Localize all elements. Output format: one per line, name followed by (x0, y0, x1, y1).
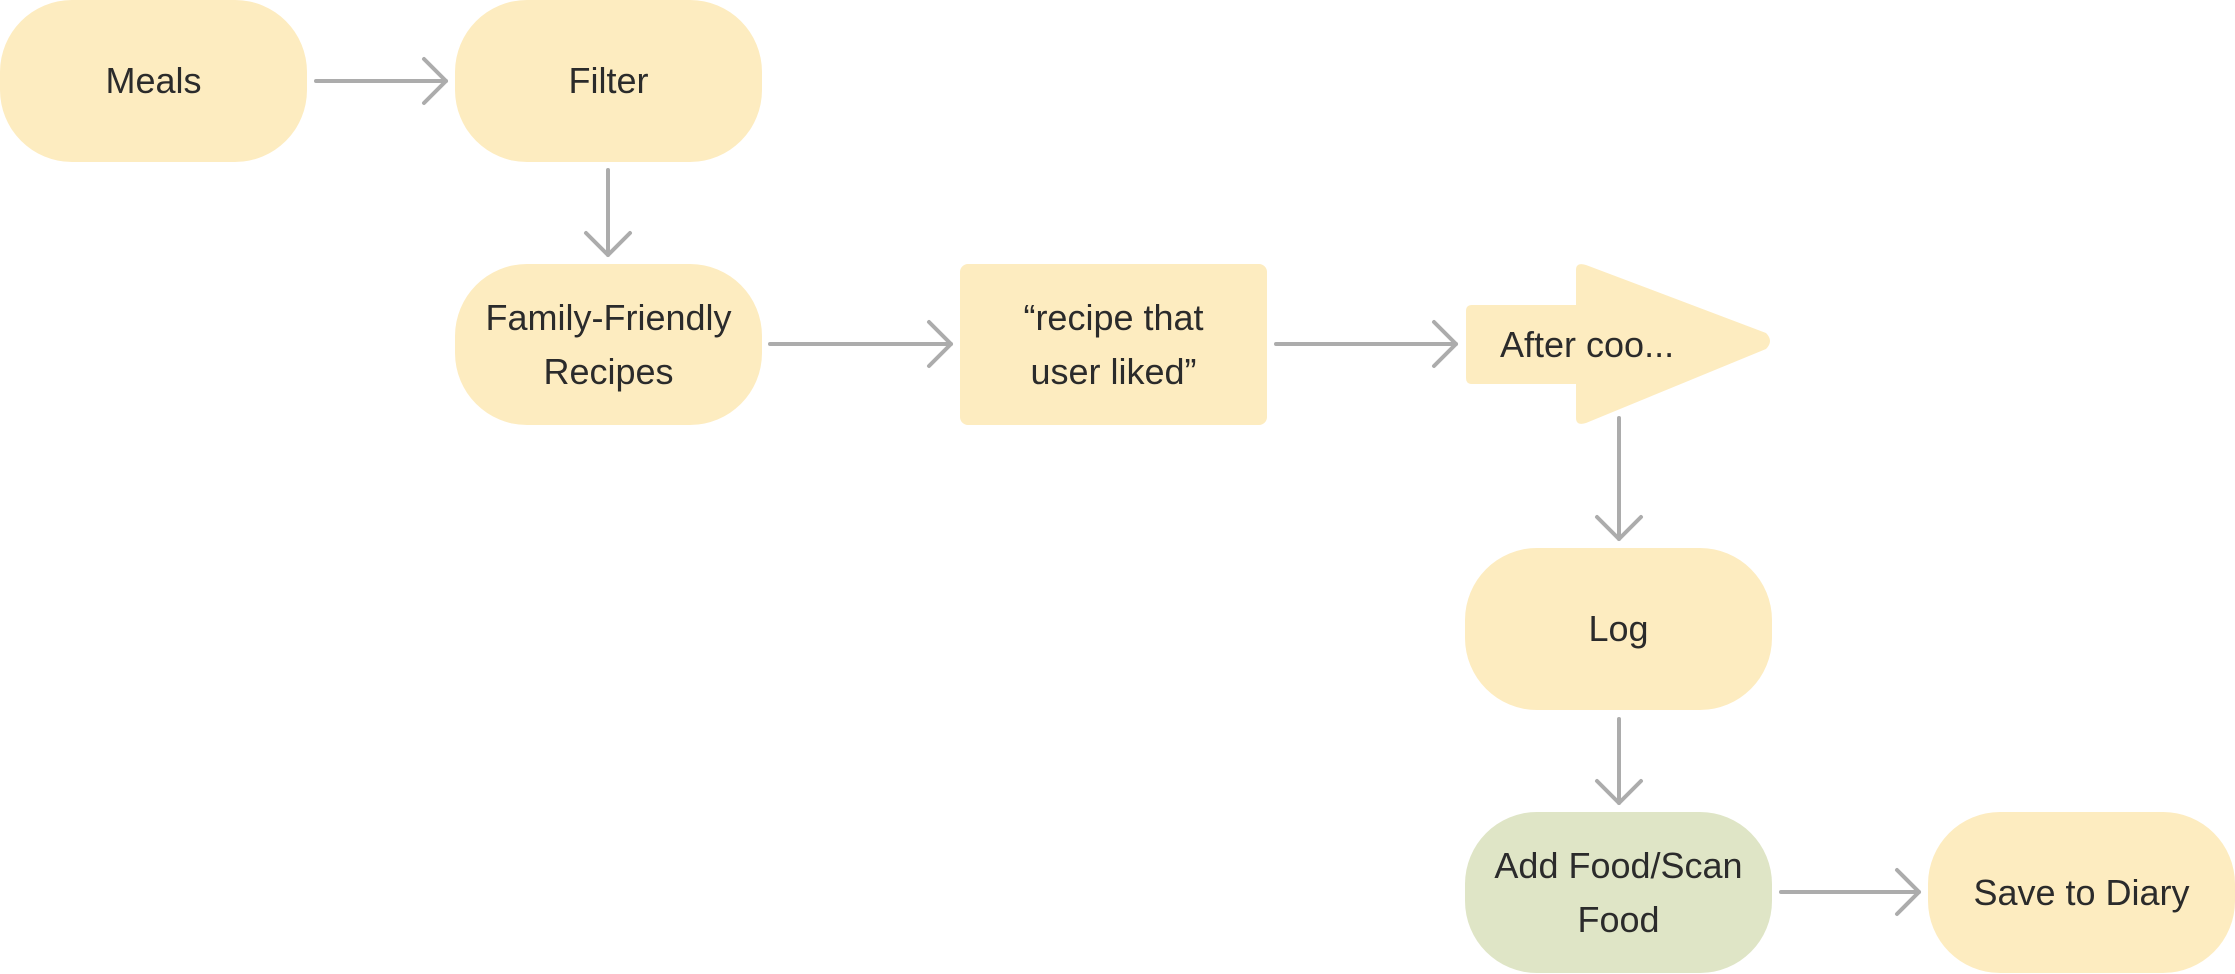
connector-aftercooking-log (1595, 416, 1643, 541)
node-filter-label: Filter (568, 60, 649, 101)
node-add-food-scan-food[interactable]: Add Food/Scan Food (1465, 812, 1772, 973)
node-meals-label: Meals (105, 60, 202, 101)
node-recipe-user-liked[interactable]: “recipe that user liked” (960, 264, 1267, 425)
node-after-cooking-shape[interactable] (1464, 262, 1774, 427)
node-family-friendly-recipes-label: Family-Friendly Recipes (485, 296, 732, 392)
node-meals[interactable]: Meals (0, 0, 307, 162)
after-cooking-arrow-body (1466, 264, 1770, 424)
connector-meals-filter (314, 57, 448, 105)
node-log-label: Log (1588, 608, 1649, 649)
node-after-cooking-label: After coo... (1500, 324, 1675, 365)
node-family-friendly-recipes[interactable]: Family-Friendly Recipes (455, 264, 762, 425)
node-add-food-scan-food-label: Add Food/Scan Food (1494, 844, 1743, 940)
node-save-to-diary[interactable]: Save to Diary (1928, 812, 2235, 973)
node-save-to-diary-label: Save to Diary (1973, 871, 2190, 913)
connector-family-recipe (768, 320, 953, 368)
connector-recipe-aftercooking (1274, 320, 1458, 368)
node-filter[interactable]: Filter (455, 0, 762, 162)
node-after-cooking: After coo... (1500, 318, 1674, 372)
connector-filter-family (584, 168, 632, 257)
connector-addfood-save (1779, 868, 1921, 916)
node-log[interactable]: Log (1465, 548, 1772, 710)
connector-log-addfood (1595, 717, 1643, 805)
node-recipe-user-liked-label: “recipe that user liked” (1023, 296, 1204, 392)
